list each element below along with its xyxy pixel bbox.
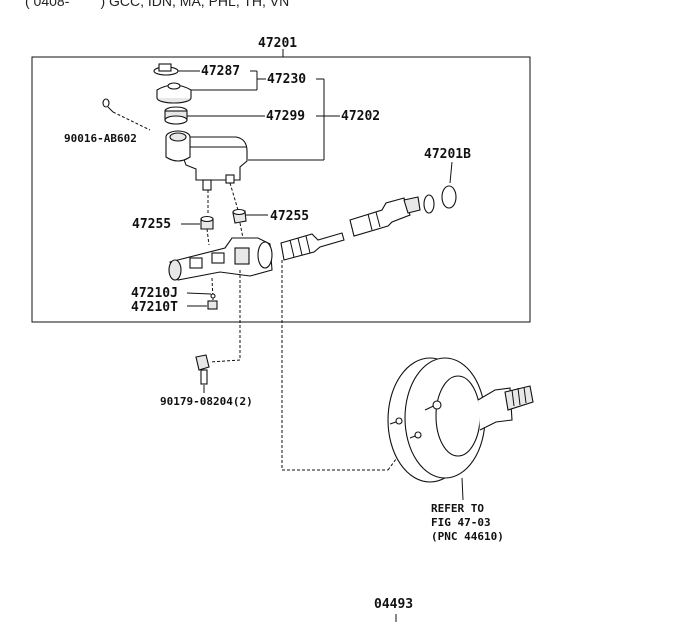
label-47287: 47287 [201,64,240,79]
diagram-code: 04493 [374,597,413,612]
bleeder-cap-part [210,293,216,299]
bleeder-plug-part [207,300,218,310]
label-47202: 47202 [341,109,380,124]
master-cylinder-body-part [168,237,273,281]
assembly-frame [31,56,531,323]
label-47210t: 47210T [131,300,178,315]
header-text: ( 0408- ) GCC, IDN, MA, PHL, TH, VN [25,0,290,9]
refer-note-line3: (PNC 44610) [431,530,504,543]
label-47210j: 47210J [131,286,178,301]
label-47255-right: 47255 [270,209,309,224]
refer-note-line1: REFER TO [431,502,484,515]
strainer-part [164,106,188,125]
snap-ring-part [423,194,435,214]
brake-booster-part [387,357,534,483]
grommet-right-part [232,208,247,224]
secondary-piston-part [280,232,345,261]
label-47255-left: 47255 [132,217,171,232]
label-47201b: 47201B [424,147,471,162]
label-47230: 47230 [267,72,306,87]
refer-note-line2: FIG 47-03 [431,516,491,529]
o-ring-part [441,185,457,209]
label-47299: 47299 [266,109,305,124]
reservoir-tank-part [165,130,248,191]
label-47201: 47201 [258,36,297,51]
nut-part [195,354,210,385]
label-90016-ab602: 90016-AB602 [64,132,137,145]
pin-part [102,98,114,113]
primary-piston-part [349,196,421,237]
cap-gasket-part [153,63,179,76]
label-90179-08204: 90179-08204(2) [160,395,253,408]
grommet-left-part [200,215,214,230]
reservoir-cap-part [156,82,192,104]
